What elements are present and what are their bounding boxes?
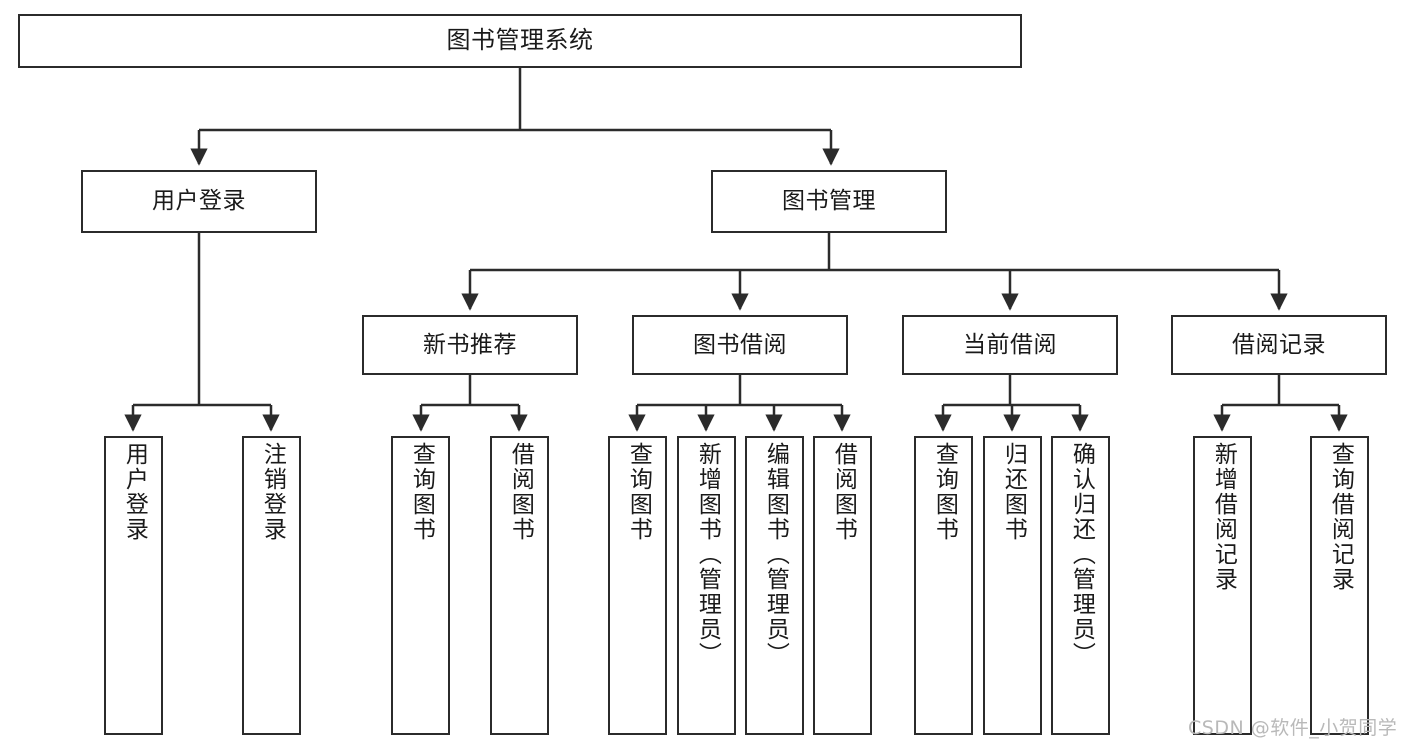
node-user-login[interactable]: 用户登录 [81, 170, 317, 233]
node-leaf-query-book-3-label: 查询图书 [931, 442, 958, 542]
node-book-borrow[interactable]: 图书借阅 [632, 315, 848, 375]
node-leaf-add-book-label: 新增图书（管理员） [694, 442, 721, 667]
node-leaf-borrow-book-1[interactable]: 借阅图书 [490, 436, 549, 735]
node-leaf-borrow-book-1-label: 借阅图书 [507, 442, 534, 542]
node-leaf-borrow-book-2[interactable]: 借阅图书 [813, 436, 872, 735]
node-new-book-recommend[interactable]: 新书推荐 [362, 315, 578, 375]
node-leaf-query-book-2[interactable]: 查询图书 [608, 436, 667, 735]
node-leaf-confirm-return[interactable]: 确认归还（管理员） [1051, 436, 1110, 735]
node-leaf-return-book-label: 归还图书 [1000, 442, 1027, 542]
node-leaf-query-book-1-label: 查询图书 [408, 442, 435, 542]
node-leaf-user-login[interactable]: 用户登录 [104, 436, 163, 735]
node-leaf-query-book-2-label: 查询图书 [625, 442, 652, 542]
node-borrow-record[interactable]: 借阅记录 [1171, 315, 1387, 375]
node-leaf-query-book-1[interactable]: 查询图书 [391, 436, 450, 735]
node-leaf-add-book[interactable]: 新增图书（管理员） [677, 436, 736, 735]
node-book-borrow-label: 图书借阅 [693, 331, 787, 358]
node-leaf-borrow-book-2-label: 借阅图书 [830, 442, 857, 542]
node-leaf-add-record[interactable]: 新增借阅记录 [1193, 436, 1252, 735]
node-leaf-add-record-label: 新增借阅记录 [1210, 442, 1237, 592]
node-leaf-confirm-return-label: 确认归还（管理员） [1068, 442, 1095, 667]
node-leaf-edit-book[interactable]: 编辑图书（管理员） [745, 436, 804, 735]
node-new-book-recommend-label: 新书推荐 [423, 331, 517, 358]
node-root-label: 图书管理系统 [446, 26, 594, 55]
node-leaf-edit-book-label: 编辑图书（管理员） [762, 442, 789, 667]
node-leaf-logout[interactable]: 注销登录 [242, 436, 301, 735]
node-book-management-label: 图书管理 [782, 188, 876, 215]
node-leaf-query-record[interactable]: 查询借阅记录 [1310, 436, 1369, 735]
node-current-borrow[interactable]: 当前借阅 [902, 315, 1118, 375]
node-leaf-return-book[interactable]: 归还图书 [983, 436, 1042, 735]
node-current-borrow-label: 当前借阅 [963, 331, 1057, 358]
node-leaf-logout-label: 注销登录 [259, 442, 286, 542]
node-leaf-user-login-label: 用户登录 [121, 442, 148, 542]
watermark-text: CSDN @软件_小贺同学 [1188, 717, 1398, 739]
node-book-management[interactable]: 图书管理 [711, 170, 947, 233]
node-borrow-record-label: 借阅记录 [1232, 331, 1326, 358]
node-root[interactable]: 图书管理系统 [18, 14, 1022, 68]
node-user-login-label: 用户登录 [152, 188, 246, 215]
node-leaf-query-record-label: 查询借阅记录 [1327, 442, 1354, 592]
node-leaf-query-book-3[interactable]: 查询图书 [914, 436, 973, 735]
